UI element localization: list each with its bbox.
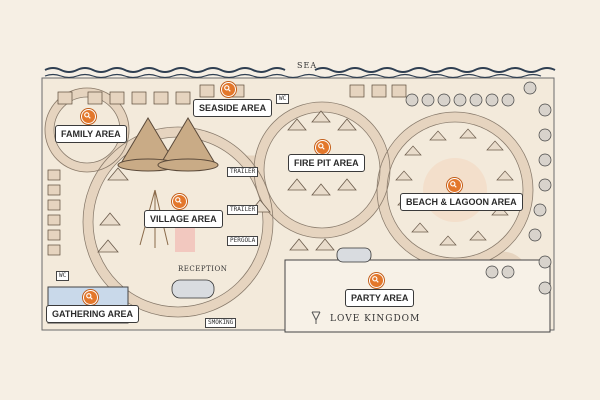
trailer-tag-2: TRAILER — [227, 205, 259, 215]
search-icon — [175, 197, 182, 204]
dome-tents — [405, 81, 552, 295]
tipi-tents — [117, 117, 219, 248]
trailer-tag: TRAILER — [227, 167, 259, 177]
party-area-pin[interactable] — [369, 273, 384, 288]
gathering-area-label[interactable]: GATHERING AREA — [46, 305, 139, 323]
fox-logo — [311, 311, 321, 324]
search-icon — [86, 293, 93, 300]
family-area-label[interactable]: FAMILY AREA — [55, 125, 127, 143]
search-icon — [318, 143, 325, 150]
party-zone — [284, 259, 551, 333]
gathering-area-pin[interactable] — [83, 290, 98, 305]
search-icon — [84, 112, 91, 119]
party-area-label[interactable]: PARTY AREA — [345, 289, 415, 307]
reception-label: RECEPTION — [178, 265, 228, 273]
brand-name: LOVE KINGDOM — [330, 314, 421, 324]
village-area-label[interactable]: VILLAGE AREA — [144, 210, 223, 228]
stage — [175, 222, 195, 252]
sea-label: SEA — [297, 61, 318, 70]
wc-tag: WC — [56, 271, 70, 281]
beach-lagoon-area-pin[interactable] — [447, 178, 462, 193]
airstream-trailers — [171, 247, 372, 299]
village-area-pin[interactable] — [172, 194, 187, 209]
search-icon — [450, 181, 457, 188]
search-icon — [224, 85, 231, 92]
fire-pit-area-pin[interactable] — [315, 140, 330, 155]
pergola-tag: PERGOLA — [227, 236, 259, 246]
fire-pit-area-label[interactable]: FIRE PIT AREA — [288, 154, 365, 172]
search-icon — [372, 276, 379, 283]
sea — [44, 67, 556, 79]
seaside-area-pin[interactable] — [221, 82, 236, 97]
beach-lagoon-area-label[interactable]: BEACH & LAGOON AREA — [400, 193, 523, 211]
smoking-tag: SMOKING — [205, 318, 237, 328]
bell-tents — [97, 110, 357, 253]
wc-tag-2: WC — [276, 94, 290, 104]
seaside-area-label[interactable]: SEASIDE AREA — [193, 99, 273, 117]
family-area-pin[interactable] — [81, 109, 96, 124]
